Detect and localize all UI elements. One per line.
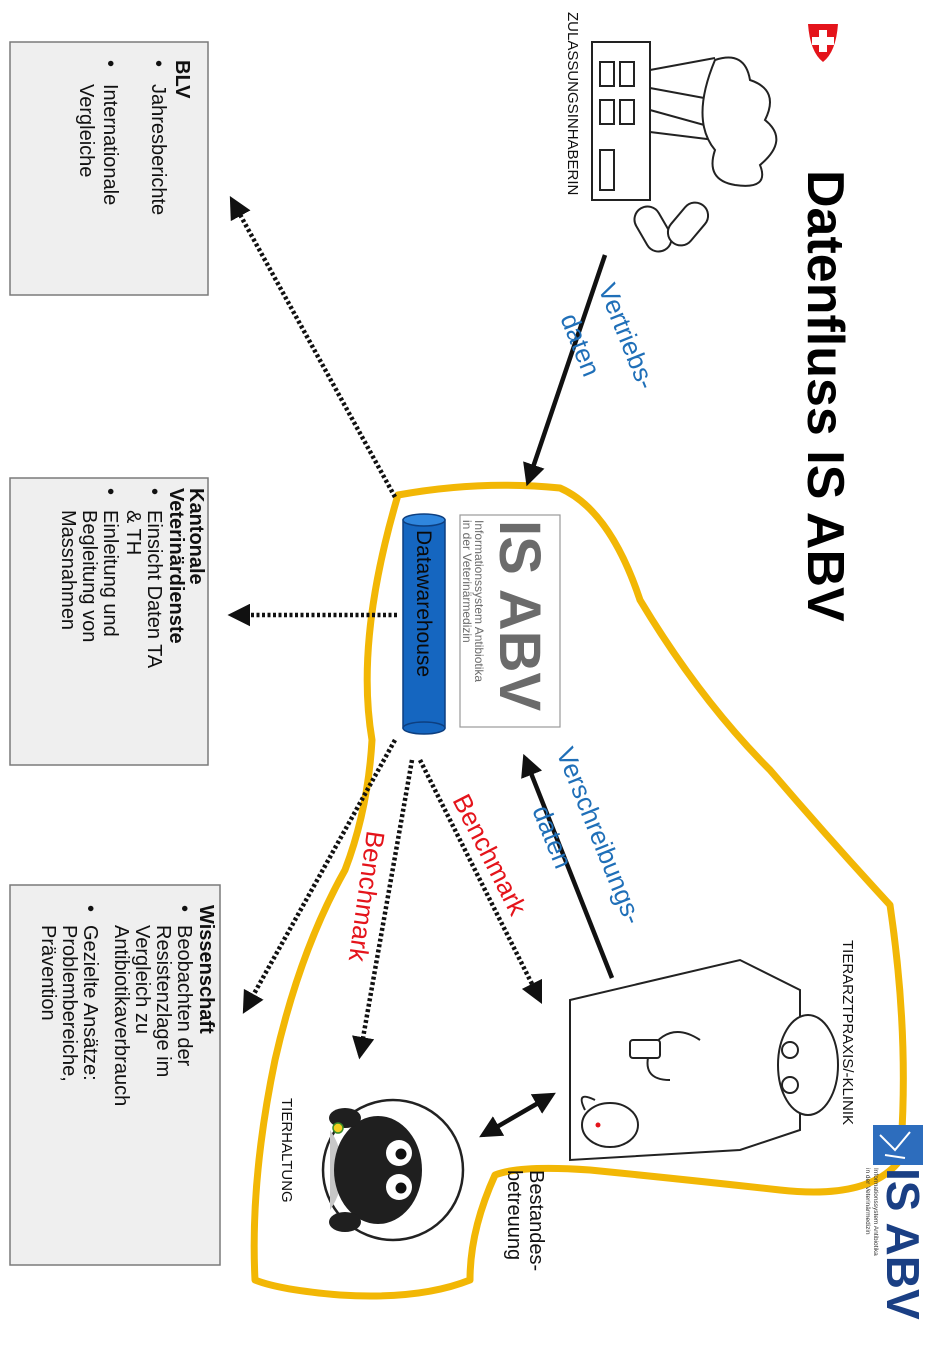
wissenschaft-item-1-line-2: Resistenzlage im bbox=[152, 925, 174, 1077]
svg-text:•: • bbox=[99, 488, 121, 495]
kantonal-item-1-line-1: Einsicht Daten TA bbox=[143, 510, 165, 669]
vertriebs-label-1: Vertriebs- bbox=[592, 279, 661, 393]
bestand-label-2: betreuung bbox=[503, 1170, 525, 1260]
wissenschaft-item-2-line-1: Gezielte Ansätze: bbox=[79, 925, 101, 1081]
vertriebs-label-2: daten bbox=[554, 309, 606, 381]
corner-logo-subtitle-2: in der Veterinärmedizin bbox=[864, 1168, 871, 1235]
benchmark-arrow-to-vet bbox=[417, 758, 543, 1005]
wissenschaft-item-2-line-3: Prävention bbox=[37, 925, 59, 1021]
wissenschaft-item-1-line-4: Antibiotikaverbrauch bbox=[110, 925, 132, 1106]
kantonal-item-1-line-2: & TH bbox=[122, 510, 144, 555]
central-logo-subtitle-1: Informationssystem Antibiotika bbox=[472, 520, 486, 682]
tierhaltung-label: TIERHALTUNG bbox=[278, 1098, 295, 1203]
pills-icon bbox=[633, 201, 710, 253]
svg-text:•: • bbox=[173, 905, 195, 912]
wissenschaft-item-2-line-2: Problembereiche, bbox=[58, 925, 80, 1082]
blv-box: BLV • Jahresberichte • Internationale Ve… bbox=[9, 41, 209, 296]
blv-item-2-line-1: Internationale bbox=[99, 84, 121, 205]
wissenschaft-item-1-line-1: Beobachten der bbox=[173, 925, 195, 1067]
wissenschaft-box: Wissenschaft • Beobachten der Resistenzl… bbox=[9, 884, 221, 1266]
central-logo-subtitle-2: in der Veterinärmedizin bbox=[460, 520, 474, 643]
factory-icon bbox=[591, 41, 778, 201]
is-abv-central-logo: IS ABV Informationssystem Antibiotika in… bbox=[459, 514, 561, 728]
is-abv-corner-logo: IS ABV Informationssystem Antibiotika in… bbox=[864, 1125, 929, 1320]
central-logo-text: IS ABV bbox=[487, 520, 552, 712]
zulassung-label: ZULASSUNGSINHABERIN bbox=[564, 12, 581, 195]
kantonal-box: Kantonale Veterinärdienste • Einsicht Da… bbox=[9, 477, 209, 766]
arrow-to-wissenschaft bbox=[242, 738, 397, 1014]
svg-text:•: • bbox=[143, 488, 165, 495]
tierarzt-label: TIERARZTPRAXIS/-KLINIK bbox=[839, 940, 856, 1125]
page-title: Datenfluss IS ABV bbox=[796, 170, 854, 622]
benchmark-arrow-to-farm bbox=[352, 759, 415, 1060]
dog-icon bbox=[580, 1095, 639, 1148]
corner-logo-text: IS ABV bbox=[877, 1168, 929, 1320]
verschreibungs-label-2: daten bbox=[526, 801, 578, 873]
kantonal-title-1: Kantonale bbox=[185, 488, 207, 585]
arrow-to-blv bbox=[229, 196, 397, 499]
benchmark-vet-label: Benchmark bbox=[447, 789, 534, 921]
verschreibungs-arrow bbox=[521, 753, 615, 979]
wissenschaft-title: Wissenschaft bbox=[195, 905, 217, 1034]
kantonal-item-2-line-1: Einleitung und bbox=[99, 510, 121, 637]
wissenschaft-item-1-line-3: Vergleich zu bbox=[131, 925, 153, 1034]
database-icon: Datawarehouse bbox=[402, 513, 446, 735]
kantonal-item-2-line-2: Begleitung von bbox=[78, 510, 100, 642]
vertriebs-arrow bbox=[523, 254, 608, 487]
datawarehouse-label: Datawarehouse bbox=[412, 530, 435, 677]
is-abv-boundary bbox=[250, 481, 907, 1300]
bestand-label-1: Bestandes- bbox=[525, 1170, 547, 1271]
sheep-icon bbox=[321, 1098, 465, 1242]
kantonal-title-2: Veterinärdienste bbox=[165, 488, 187, 644]
blv-item-2-line-2: Vergleiche bbox=[75, 84, 97, 177]
corner-logo-subtitle-1: Informationssystem Antibiotika bbox=[872, 1168, 879, 1256]
svg-text:•: • bbox=[147, 60, 169, 67]
svg-text:•: • bbox=[99, 60, 121, 67]
blv-item-1: Jahresberichte bbox=[147, 84, 169, 215]
bestandesbetreuung-arrow bbox=[479, 1092, 556, 1138]
svg-text:•: • bbox=[79, 905, 101, 912]
kantonal-item-2-line-3: Massnahmen bbox=[57, 510, 79, 630]
blv-title: BLV bbox=[171, 60, 193, 99]
swiss-flag-icon bbox=[808, 24, 838, 62]
